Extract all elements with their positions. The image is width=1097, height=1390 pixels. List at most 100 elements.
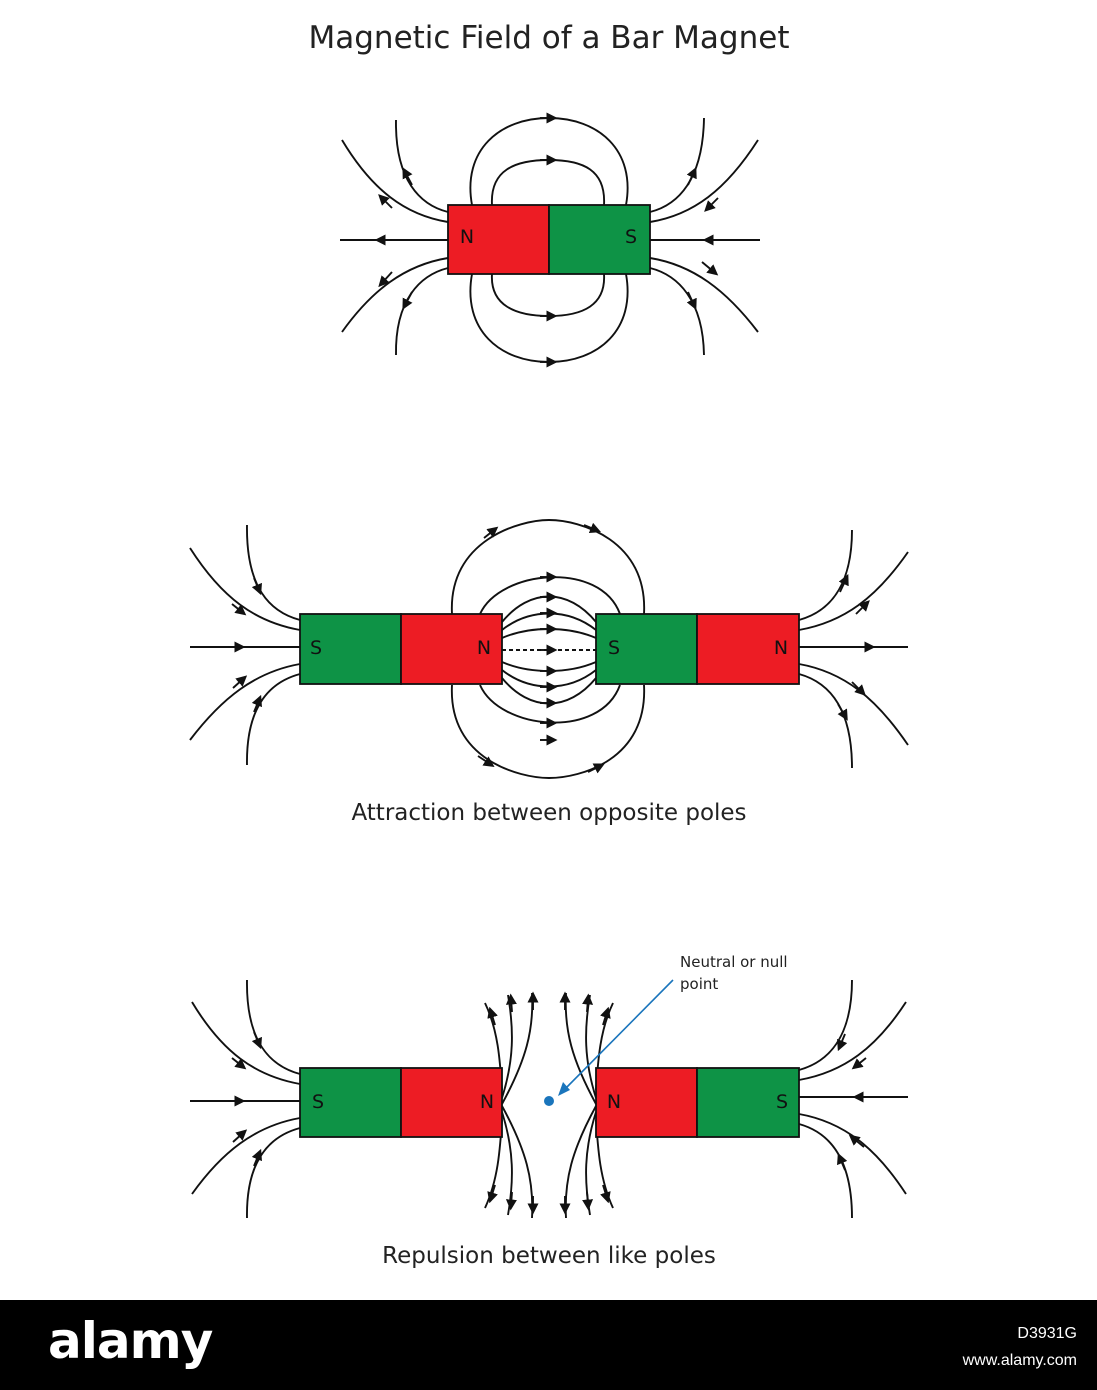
attraction-diagram: S N S N Attraction between opposite pole… (189, 519, 909, 826)
arrow-icon (378, 194, 393, 209)
field-line (341, 257, 449, 333)
arrow-icon (851, 1057, 867, 1070)
pointer-arrow-icon (558, 1082, 570, 1096)
diagram-title: Magnetic Field of a Bar Magnet (309, 20, 790, 56)
pole-label-south: S (310, 637, 322, 659)
south-pole-block (696, 1067, 800, 1138)
arrow-icon (582, 1191, 594, 1211)
field-line (501, 669, 597, 688)
field-line (798, 529, 853, 621)
field-line (564, 992, 597, 1105)
arrow-icon (231, 603, 247, 616)
pole-label-south: S (312, 1091, 324, 1113)
north-pole-block (400, 613, 503, 685)
arrow-icon (583, 522, 602, 533)
arrow-icon (231, 1057, 247, 1070)
bar-magnet-1: S N (299, 613, 503, 685)
arrow-icon (686, 167, 697, 186)
field-line (189, 547, 301, 631)
null-point-annotation: Neutral or null point (544, 953, 788, 1106)
pole-label-south: S (776, 1091, 788, 1113)
field-line (191, 1117, 301, 1195)
field-line (341, 139, 449, 223)
arrow-icon (487, 1184, 498, 1204)
null-point-label-line2: point (680, 975, 718, 993)
arrow-icon (487, 1006, 498, 1026)
arrow-icon (855, 600, 870, 615)
field-line (798, 1123, 853, 1219)
field-line (246, 1127, 301, 1219)
field-line (649, 139, 759, 223)
north-pole-block (595, 1067, 698, 1138)
field-line (798, 979, 853, 1071)
field-line (798, 673, 853, 769)
arrow-icon (837, 1152, 848, 1171)
bar-magnet-2: N S (595, 1067, 800, 1138)
arrow-icon (851, 681, 866, 696)
arrow-icon (378, 271, 393, 288)
north-pole-block (447, 204, 550, 275)
footer-bar: alamy D3931G www.alamy.com (0, 1300, 1097, 1390)
arrow-icon (251, 694, 262, 713)
field-line (501, 595, 597, 623)
arrow-icon (686, 291, 697, 310)
arrow-icon (837, 703, 848, 721)
arrow-icon (582, 993, 594, 1013)
field-line (501, 1111, 513, 1216)
field-line (491, 159, 605, 206)
arrow-icon (587, 763, 605, 774)
alamy-logo: alamy (48, 1312, 213, 1370)
field-line (798, 663, 909, 746)
arrow-icon (251, 1031, 262, 1050)
field-line (501, 994, 513, 1099)
pointer-line (563, 979, 674, 1091)
field-line (191, 1001, 301, 1085)
pole-label-south: S (625, 226, 637, 248)
field-line (501, 612, 597, 631)
arrow-icon (402, 167, 413, 186)
arrow-icon (838, 574, 849, 593)
field-line (649, 257, 759, 333)
arrow-icon (505, 993, 517, 1013)
north-pole-block (400, 1067, 503, 1138)
arrow-icon (232, 675, 248, 689)
arrow-icon (701, 261, 719, 276)
field-line (798, 1113, 907, 1195)
field-line (246, 524, 301, 621)
pole-label-south: S (608, 637, 620, 659)
arrow-icon (505, 1191, 517, 1211)
pole-label-north: N (607, 1091, 621, 1113)
field-line (395, 119, 449, 213)
field-line (189, 663, 301, 741)
arrow-icon (600, 1184, 611, 1204)
repulsion-diagram: S N N S Neutral or null point Repulsion … (190, 953, 908, 1269)
field-line (798, 1001, 907, 1081)
bar-magnet-2: S N (595, 613, 800, 685)
field-line (649, 117, 705, 213)
site-url: www.alamy.com (962, 1352, 1077, 1369)
arrow-icon (477, 755, 495, 768)
arrow-icon (704, 197, 719, 212)
south-pole-block (548, 204, 651, 275)
arrow-icon (402, 291, 413, 310)
north-pole-block (696, 613, 800, 685)
footer-info: D3931G www.alamy.com (963, 1320, 1077, 1374)
arrow-icon (483, 526, 499, 539)
image-id: D3931G (1017, 1325, 1077, 1342)
pole-label-north: N (477, 637, 491, 659)
null-point-label-line1: Neutral or null (680, 953, 788, 971)
pole-label-north: N (460, 226, 474, 248)
field-line (501, 677, 597, 705)
attraction-caption: Attraction between opposite poles (351, 800, 746, 826)
arrows-attraction (228, 522, 876, 774)
field-line (501, 628, 597, 639)
field-line (649, 267, 705, 356)
pole-label-north: N (774, 637, 788, 659)
arrow-icon (848, 1134, 865, 1148)
null-point-marker (544, 1096, 554, 1106)
arrow-icon (232, 1129, 248, 1143)
field-line (501, 1105, 534, 1219)
bar-magnet-1: S N (299, 1067, 503, 1138)
field-lines-single (340, 117, 760, 363)
arrows-single (374, 112, 720, 368)
